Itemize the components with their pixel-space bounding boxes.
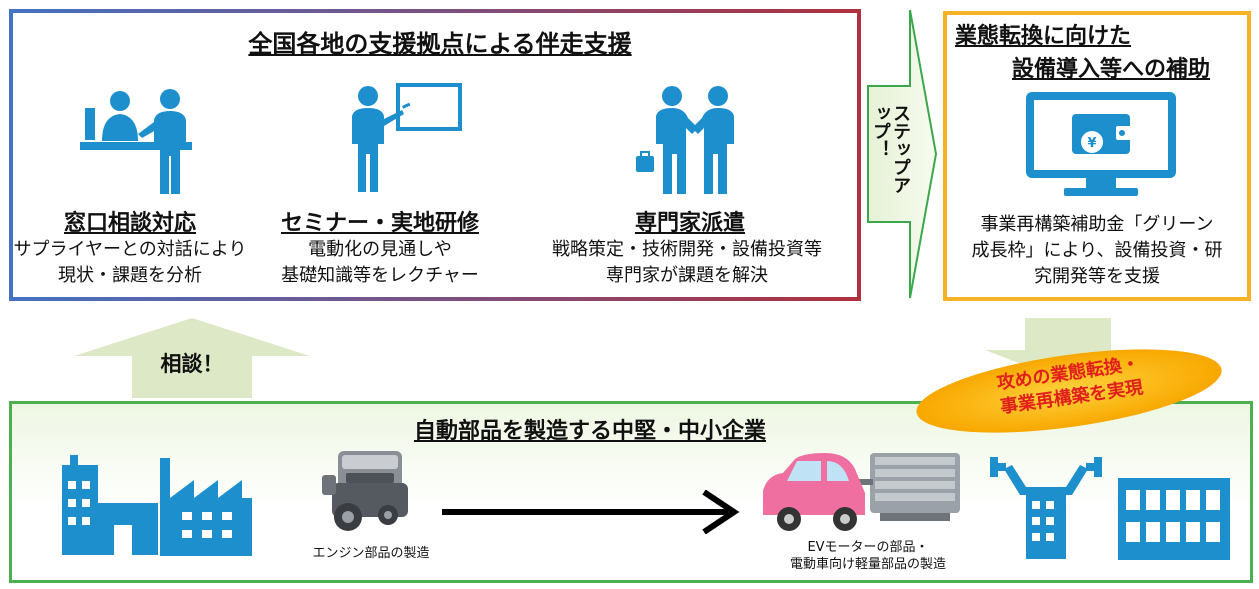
engine-icon bbox=[322, 451, 408, 531]
engine-caption: エンジン部品の製造 bbox=[312, 546, 430, 561]
transition-arrow bbox=[442, 490, 740, 534]
handshake-icon bbox=[636, 86, 734, 194]
item-desc-consultation-1: サプライヤーとの対話により bbox=[13, 239, 247, 260]
stepup-arrow bbox=[867, 9, 938, 299]
item-desc-expert-1: 戦略策定・技術開発・設備投資等 bbox=[552, 239, 822, 260]
consult-up-arrow bbox=[74, 318, 310, 398]
factory-sawtooth-icon bbox=[160, 458, 252, 556]
subsidy-desc-2: 成長枠」により、設備投資・研 bbox=[971, 240, 1223, 261]
item-desc-seminar-1: 電動化の見通しや bbox=[308, 239, 452, 260]
svg-text:¥: ¥ bbox=[1087, 136, 1096, 151]
ev-caption-1: EVモーターの部品・ bbox=[807, 540, 929, 555]
item-desc-seminar-2: 基礎知識等をレクチャー bbox=[281, 265, 479, 286]
ev-caption-2: 電動車向け軽量部品の製造 bbox=[789, 557, 946, 572]
seminar-presenter-icon bbox=[352, 83, 462, 192]
item-desc-expert-2: 専門家が課題を解決 bbox=[606, 265, 768, 286]
item-title-consultation: 窓口相談対応 bbox=[63, 211, 196, 236]
item-title-seminar: セミナー・実地研修 bbox=[280, 211, 479, 236]
ev-car-motor-icon bbox=[763, 453, 960, 531]
support-title: 全国各地の支援拠点による伴走支援 bbox=[248, 30, 632, 58]
consultation-desk-icon bbox=[80, 89, 192, 194]
consult-label: 相談！ bbox=[160, 352, 224, 376]
office-building-icon bbox=[1118, 478, 1230, 560]
company-title: 自動部品を製造する中堅・中小企業 bbox=[413, 419, 766, 444]
monitor-wallet-icon: ¥ bbox=[1026, 92, 1176, 196]
item-desc-consultation-2: 現状・課題を分析 bbox=[58, 265, 202, 286]
subsidy-desc-1: 事業再構築補助金「グリーン bbox=[980, 214, 1214, 235]
factory-building-icon bbox=[62, 455, 158, 555]
stepup-label: ステップアップ！ bbox=[870, 104, 911, 194]
subsidy-desc-3: 究開発等を支援 bbox=[1034, 266, 1160, 287]
subsidy-title-1: 業態転換に向けた bbox=[955, 24, 1132, 49]
support-panel bbox=[9, 9, 861, 301]
item-title-expert: 専門家派遣 bbox=[634, 211, 745, 236]
strong-building-icon bbox=[990, 457, 1102, 559]
subsidy-title-2: 設備導入等への補助 bbox=[1012, 57, 1211, 82]
